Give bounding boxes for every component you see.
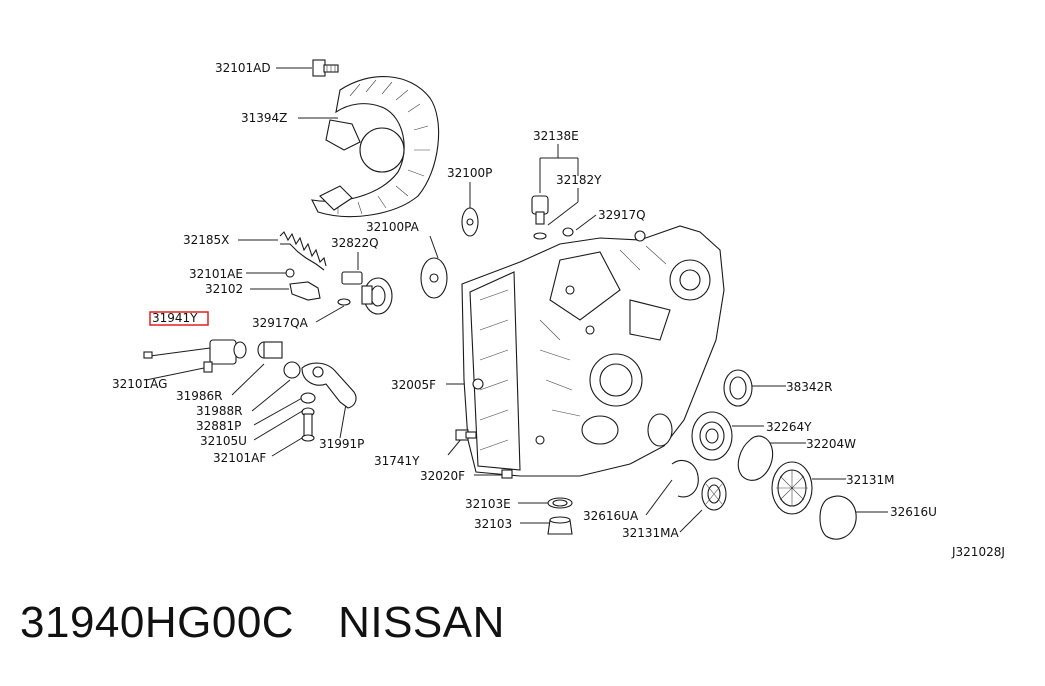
washer-32103E	[547, 497, 573, 509]
label-32264y: 32264Y	[766, 420, 812, 434]
footer-brand: NISSAN	[338, 598, 505, 647]
plug-32020F	[501, 469, 513, 479]
footer: 31940HG00C NISSAN	[20, 598, 549, 648]
label-32204w: 32204W	[806, 437, 856, 451]
oring-32917Q	[562, 227, 574, 237]
sensor-31941Y	[143, 339, 247, 365]
transmission-case	[461, 225, 725, 477]
label-31986r: 31986R	[176, 389, 223, 403]
label-32101ae: 32101AE	[189, 267, 243, 281]
bracket-32102	[289, 281, 321, 301]
plug-32103	[547, 516, 573, 535]
footer-part-number: 31940HG00C	[20, 598, 295, 647]
washer-32881P	[300, 392, 316, 404]
label-31394z: 31394Z	[241, 111, 287, 125]
plate-32100P	[461, 207, 479, 237]
label-32102: 32102	[205, 282, 243, 296]
label-32005f: 32005F	[391, 378, 436, 392]
snap-ring-32616UA	[671, 459, 699, 498]
label-32182y: 32182Y	[556, 173, 602, 187]
bolt-32101AF	[301, 413, 315, 442]
label-32917q: 32917Q	[598, 208, 646, 222]
solenoid-32822Q	[341, 271, 393, 315]
label-32616ua: 32616UA	[583, 509, 639, 523]
label-31941y: 31941Y	[152, 311, 198, 325]
label-32101ag: 32101AG	[112, 377, 167, 391]
label-32138e: 32138E	[533, 129, 579, 143]
label-32103e: 32103E	[465, 497, 511, 511]
label-32917qa: 32917QA	[252, 316, 309, 330]
leader-lines	[145, 67, 888, 533]
valve-32182Y	[531, 195, 549, 240]
label-32100pa: 32100PA	[366, 220, 420, 234]
seal-38342R	[723, 369, 753, 407]
bolt-32101AG	[203, 361, 213, 373]
spring-32185X	[279, 231, 327, 271]
plug-32005F	[472, 378, 484, 390]
label-32100p: 32100P	[447, 166, 492, 180]
label-38342r: 38342R	[786, 380, 833, 394]
plate-32100PA	[420, 257, 448, 299]
label-31988r: 31988R	[196, 404, 243, 418]
gear-32131MA	[701, 477, 727, 511]
label-32101ad: 32101AD	[215, 61, 271, 75]
label-32103: 32103	[474, 517, 512, 531]
label-32185x: 32185X	[183, 233, 229, 247]
highlight-box-31941Y	[149, 311, 209, 326]
drawing-code: J321028J	[951, 545, 1005, 559]
gear-32131M	[771, 461, 813, 515]
snap-ring-32616U	[819, 495, 857, 540]
lever-31991P	[301, 362, 357, 409]
label-32131m: 32131M	[846, 473, 895, 487]
parts-diagram: 32101AD 31394Z 32138E 32100P 32182Y 32917Q 321…	[112, 59, 1005, 559]
label-32881p: 32881P	[196, 419, 241, 433]
label-32101af: 32101AF	[213, 451, 266, 465]
label-31991p: 31991P	[319, 437, 364, 451]
ring-32204W	[737, 435, 774, 481]
label-32616u: 32616U	[890, 505, 937, 519]
bolt-31741Y	[455, 429, 477, 441]
shaft-31988R	[283, 361, 301, 379]
bearing-32264Y	[691, 411, 733, 461]
cover-31394Z	[311, 76, 440, 218]
label-32105u: 32105U	[200, 434, 247, 448]
callout-labels: 32101AD 31394Z 32138E 32100P 32182Y 32917Q 321…	[112, 61, 937, 540]
oring-32917QA	[337, 298, 351, 306]
seal-31986R	[257, 341, 283, 359]
bolt-32101AD	[312, 59, 339, 77]
label-32822q: 32822Q	[331, 236, 379, 250]
label-32131ma: 32131MA	[622, 526, 680, 540]
bolt-32101AE	[285, 268, 295, 278]
label-32020f: 32020F	[420, 469, 465, 483]
label-31741y: 31741Y	[374, 454, 420, 468]
